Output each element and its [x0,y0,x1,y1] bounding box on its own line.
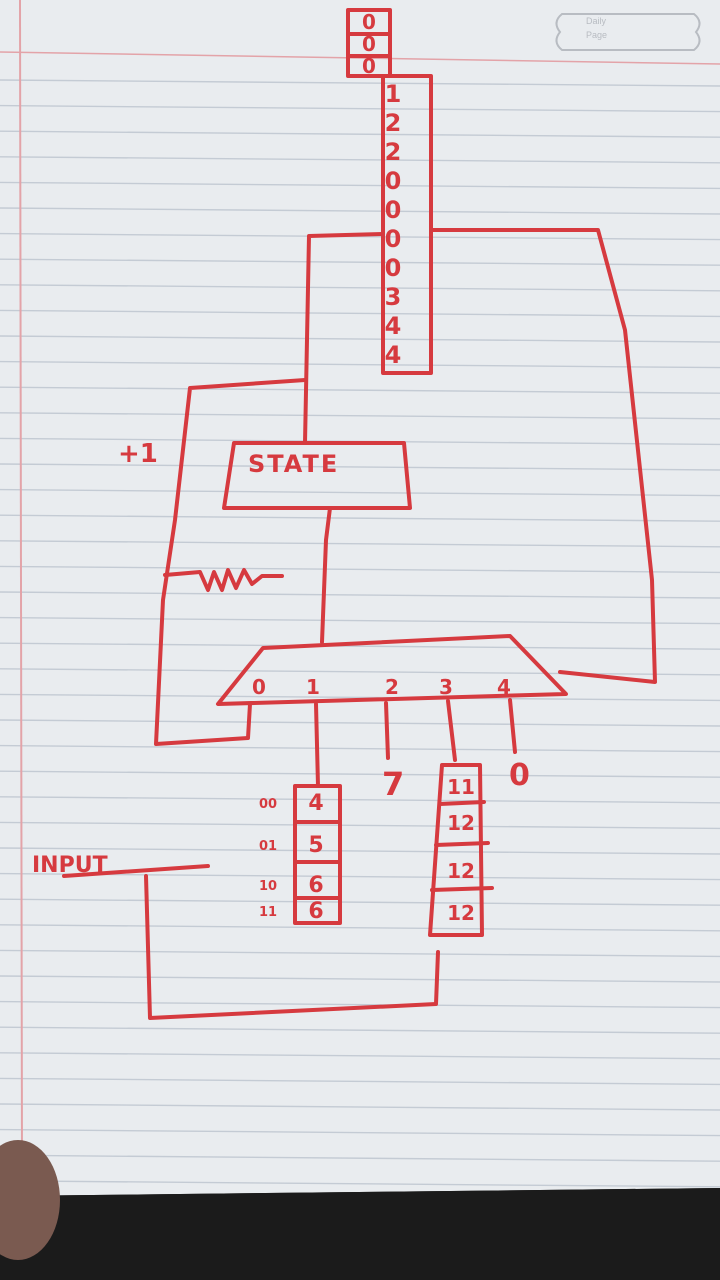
daily-label: Daily [586,16,607,26]
state-box [222,441,412,510]
mux-leg-2 [384,701,390,760]
left-table-value: 4 [308,791,323,816]
tape-value: 0 [385,225,402,253]
left-table-addr: 01 [259,839,277,854]
mux-input-label: 4 [497,675,511,699]
wire-right-feedback [429,228,657,684]
wire-increment-loop [154,378,307,746]
finger-tip [0,1140,60,1260]
mux-input-label: 2 [385,675,399,699]
constant-zero: 0 [509,758,530,793]
right-table-value: 12 [447,811,475,835]
wire-input-loop [144,874,440,1020]
mux-input-label: 1 [306,675,320,699]
tape-value: 2 [385,109,402,137]
daily-page-box: Daily Page [555,13,701,51]
tape-value: 1 [385,80,402,108]
tape-value: 2 [385,138,402,166]
tape-value: 0 [385,196,402,224]
ruled-lines [0,79,720,1188]
mux-leg-1 [314,702,320,788]
zigzag-mark [163,568,284,592]
top-cell-value: 0 [362,10,376,34]
notebook-page [0,0,720,1196]
right-table-value: 12 [447,901,475,925]
state-label: STATE [248,450,339,478]
mux-leg-3 [446,699,457,762]
right-table [428,763,484,937]
left-table-value: 6 [308,899,323,924]
top-cell-stack [346,8,392,78]
mux-input-label: 3 [439,675,453,699]
mux-leg-4 [508,698,517,754]
top-cell-value: 0 [362,54,376,78]
tape-value: 3 [385,283,402,311]
page-label: Page [586,30,607,40]
wire-tape-to-state [303,232,385,445]
constant-seven: 7 [382,765,404,803]
left-table [293,784,342,925]
margin-line [19,0,23,1171]
wire-state-to-mux [320,506,332,644]
shadow-bottom [0,1188,720,1280]
tape-value: 4 [385,341,402,369]
tape-value: 0 [385,167,402,195]
left-table-addr: 11 [259,905,277,920]
mux-input-label: 0 [252,675,266,699]
tape-value: 4 [385,312,402,340]
left-table-value: 5 [308,833,323,858]
left-table-value: 6 [308,873,323,898]
right-table-value: 12 [447,859,475,883]
right-table-value: 11 [447,775,475,799]
tape-value: 0 [385,254,402,282]
input-underline [62,864,210,878]
input-label: INPUT [32,853,108,878]
left-table-addr: 00 [259,797,277,812]
left-table-addr: 10 [259,879,277,894]
plus-one-label: +1 [118,439,158,469]
tape-column [381,74,433,375]
mux-block [216,634,568,706]
top-cell-value: 0 [362,32,376,56]
